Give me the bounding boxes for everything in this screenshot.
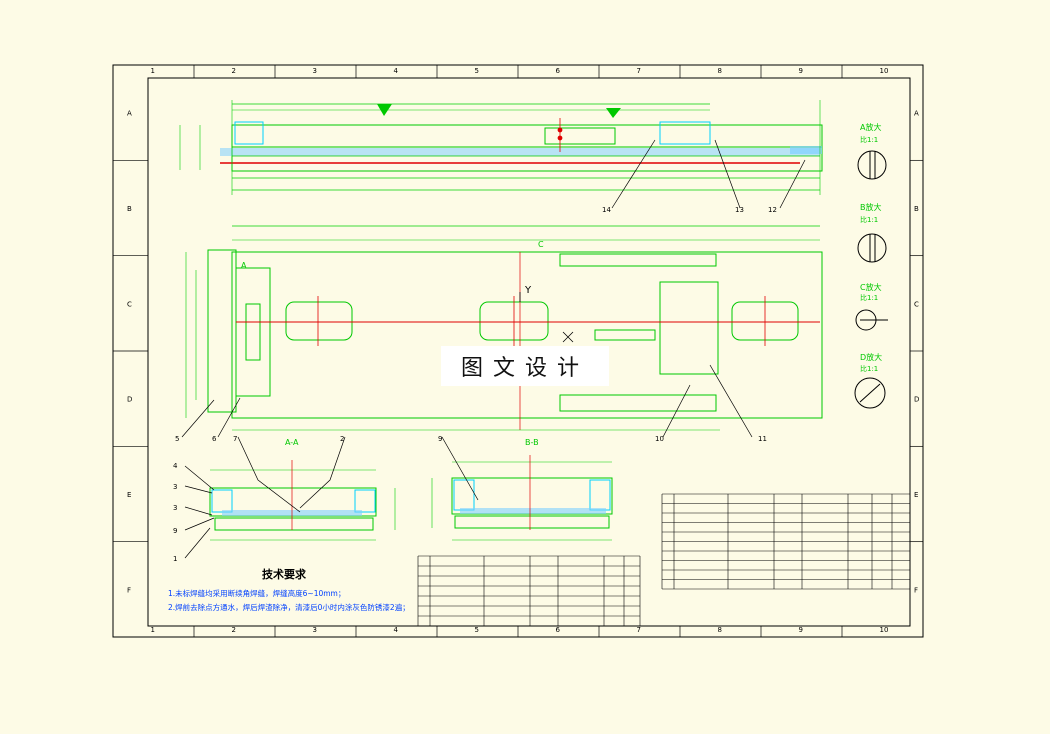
detail-scale-d: 比1:1 (860, 364, 878, 373)
svg-text:3: 3 (173, 483, 177, 491)
column-marker: 2 (232, 67, 236, 75)
detail-view-a (857, 150, 887, 180)
column-marker: 4 (394, 626, 399, 634)
column-marker: 5 (475, 67, 479, 75)
row-marker: E (127, 491, 131, 499)
balloon-numbers: 1 9 3 3 4 5 6 7 2 9 10 11 14 13 12 (173, 206, 777, 563)
top-view-centre-marks (557, 118, 563, 152)
section-view-bb (431, 455, 613, 541)
tech-note-2: 2.焊前去除点方通水，焊后焊渣除净，清漆后0小时内涂灰色防锈漆2遍； (168, 602, 410, 612)
row-marker: F (914, 586, 918, 594)
column-marker: 10 (880, 67, 889, 75)
svg-text:10: 10 (655, 435, 664, 443)
svg-text:2: 2 (340, 435, 344, 443)
svg-text:12: 12 (768, 206, 777, 214)
tech-note-1: 1.未标焊缝均采用断续角焊缝，焊缝高度6~10mm； (168, 588, 345, 598)
svg-text:14: 14 (602, 206, 611, 214)
row-marker: F (127, 586, 131, 594)
column-marker: 2 (232, 626, 236, 634)
tech-title: 技术要求 (262, 567, 307, 581)
svg-text:4: 4 (173, 462, 178, 470)
column-marker: 5 (475, 626, 479, 634)
svg-text:11: 11 (758, 435, 767, 443)
column-marker: 6 (556, 67, 561, 75)
column-marker: 1 (151, 67, 155, 75)
svg-text:7: 7 (233, 435, 237, 443)
row-marker: A (127, 110, 132, 118)
parts-list-left (417, 555, 641, 627)
section-title-aa: A-A (285, 438, 299, 447)
plan-view (185, 225, 823, 431)
column-marker: 9 (799, 626, 803, 634)
row-marker: C (914, 300, 919, 308)
column-marker: 1 (151, 626, 155, 634)
column-marker: 8 (718, 626, 722, 634)
column-marker: 7 (637, 67, 641, 75)
column-marker: 4 (394, 67, 399, 75)
row-marker: A (914, 110, 919, 118)
section-label-a: A (241, 261, 247, 270)
section-label-c: C (538, 240, 544, 249)
row-markers: A A B B C C D D E E F F (113, 110, 923, 594)
detail-title-d: D放大 (860, 352, 882, 362)
detail-scale-a: 比1:1 (860, 135, 878, 144)
leader-lines (181, 139, 806, 559)
column-marker: 8 (718, 67, 722, 75)
svg-text:9: 9 (438, 435, 442, 443)
column-marker: 6 (556, 626, 561, 634)
column-marker: 7 (637, 626, 641, 634)
row-marker: D (127, 396, 132, 404)
detail-view-c (855, 309, 888, 331)
section-title-bb: B-B (525, 438, 539, 447)
column-marker: 9 (799, 67, 803, 75)
top-elevation-view (179, 100, 823, 195)
svg-text:13: 13 (735, 206, 744, 214)
detail-view-d (854, 377, 886, 409)
column-marker: 10 (880, 626, 889, 634)
row-marker: B (127, 205, 132, 213)
svg-text:1: 1 (173, 555, 177, 563)
column-marker: 3 (313, 67, 317, 75)
row-marker: E (914, 491, 918, 499)
row-marker: B (914, 205, 919, 213)
row-marker: D (914, 396, 919, 404)
axis-label: Y (524, 285, 532, 296)
detail-title-a: A放大 (860, 122, 881, 132)
column-marker: 3 (313, 626, 317, 634)
row-marker: C (127, 300, 132, 308)
detail-title-b: B放大 (860, 202, 882, 212)
parts-list-right (661, 493, 911, 590)
svg-text:6: 6 (212, 435, 217, 443)
section-view-aa (209, 460, 396, 541)
detail-scale-c: 比1:1 (860, 293, 878, 302)
watermark-label: 图文设计 (441, 346, 609, 386)
svg-text:3: 3 (173, 504, 177, 512)
detail-scale-b: 比1:1 (860, 215, 878, 224)
detail-view-b (857, 233, 887, 263)
detail-title-c: C放大 (860, 282, 882, 292)
svg-text:5: 5 (175, 435, 179, 443)
svg-text:9: 9 (173, 527, 177, 535)
